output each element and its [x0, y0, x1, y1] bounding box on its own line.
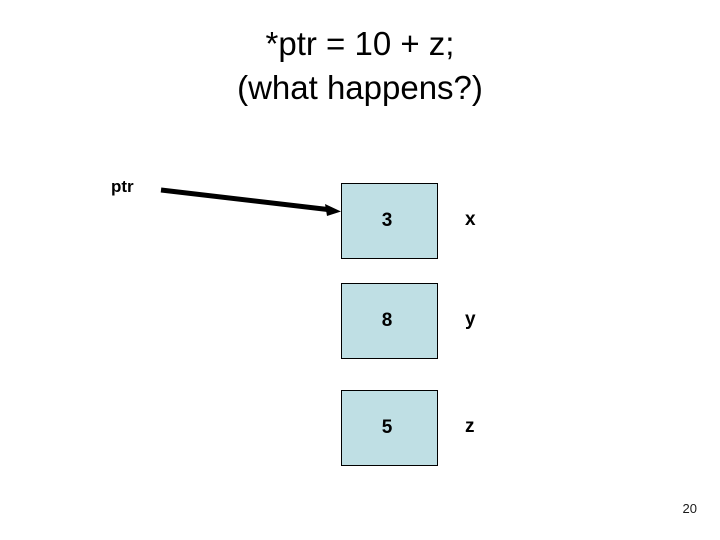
memory-cell-value: 8	[381, 310, 393, 331]
memory-cell-value: 3	[381, 210, 393, 231]
page-title: *ptr = 10 + z; (what happens?)	[60, 22, 660, 110]
arrow-right-icon	[160, 187, 341, 216]
memory-cell-label-z: z	[465, 416, 475, 437]
memory-cell-label-x: x	[465, 209, 476, 230]
memory-cell-label-y: y	[465, 309, 476, 330]
memory-cell-value: 5	[381, 417, 393, 438]
memory-cell-2: 5	[341, 390, 438, 466]
memory-cell-0: 3	[341, 183, 438, 259]
memory-cell-1: 8	[341, 283, 438, 359]
pointer-variable-label: ptr	[111, 177, 134, 196]
page-number: 20	[682, 501, 697, 516]
title-line-1: *ptr = 10 + z;	[265, 25, 455, 62]
title-line-2: (what happens?)	[237, 69, 483, 106]
